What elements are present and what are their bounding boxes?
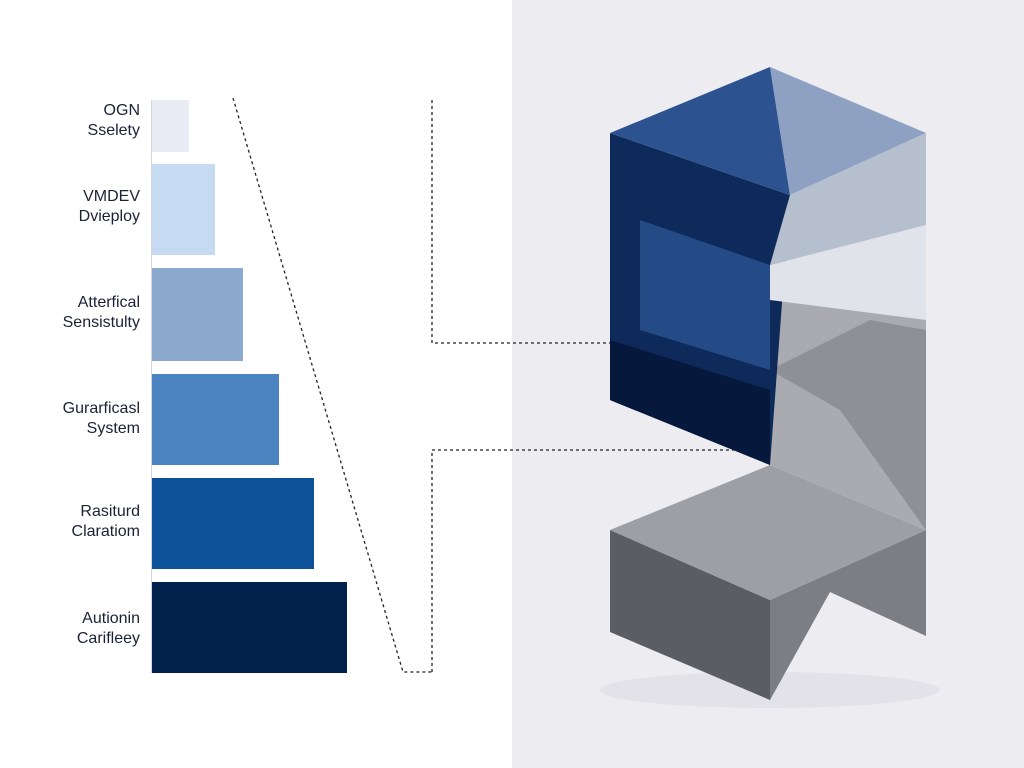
tier-label-line: Gurarficasl <box>62 400 140 417</box>
dashed-diagonal-connector <box>232 97 432 673</box>
tier-bar-3 <box>152 268 243 361</box>
tier-label-line: Rasiturd <box>80 503 140 520</box>
tier-label-1: OGN Sselety <box>88 101 140 141</box>
dashed-upper-connector <box>431 100 612 344</box>
tier-label-line: Atterfical <box>77 294 140 311</box>
tier-label-line: Dvieploy <box>78 208 140 225</box>
dashed-lower-connector <box>431 449 740 672</box>
pyramid-axis-line <box>151 100 152 673</box>
tier-label-line: Sselety <box>87 122 140 139</box>
tier-bar-5 <box>152 478 314 569</box>
tier-bar-6 <box>152 582 347 673</box>
tier-bar-2 <box>152 164 215 255</box>
tier-label-line: System <box>86 420 140 437</box>
tier-label-line: Sensistulty <box>62 314 140 331</box>
tier-bar-1 <box>152 100 189 152</box>
tier-label-line: OGN <box>103 102 140 119</box>
3d-block-shape <box>600 67 940 708</box>
tier-label-2: VMDEV Dvieploy <box>79 187 140 227</box>
tier-label-line: Carifleey <box>76 630 140 647</box>
tier-label-line: Claratiom <box>71 523 140 540</box>
tier-label-line: VMDEV <box>83 188 140 205</box>
tier-label-line: Autionin <box>82 610 140 627</box>
tier-bar-4 <box>152 374 279 465</box>
